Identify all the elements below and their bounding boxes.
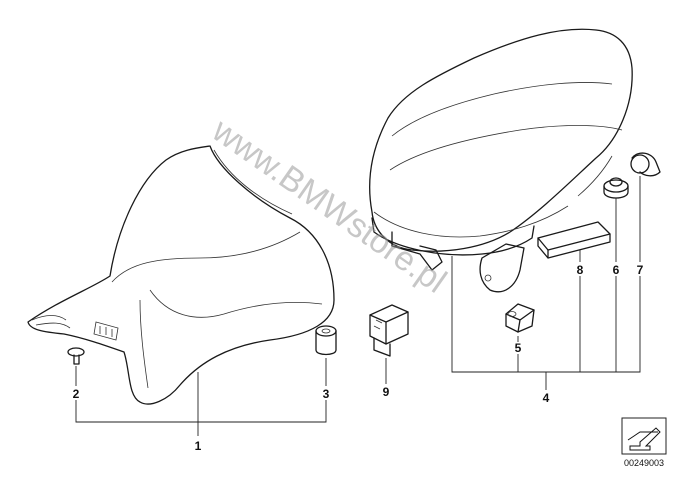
callout-4: 4 — [543, 391, 550, 405]
callout-7: 7 — [637, 263, 644, 277]
callout-2: 2 — [73, 387, 80, 401]
grommet-part[interactable] — [603, 177, 629, 199]
rubber-buffer-part[interactable] — [315, 325, 337, 356]
passenger-seat[interactable] — [369, 28, 633, 293]
reference-number: 00249003 — [624, 458, 664, 468]
callout-6: 6 — [613, 263, 620, 277]
callout-8: 8 — [577, 263, 584, 277]
rubber-block-part[interactable] — [505, 303, 535, 333]
watermark: www.BMWstore.pl — [205, 111, 454, 301]
reference-box: 00249003 — [621, 417, 667, 468]
bolt-part[interactable] — [67, 347, 85, 365]
callout-3: 3 — [323, 387, 330, 401]
callouts: 1 2 3 4 5 6 7 8 9 — [73, 263, 644, 453]
plug-part[interactable] — [630, 152, 661, 177]
leader-lines — [75, 176, 641, 436]
callout-1: 1 — [195, 439, 202, 453]
callout-5: 5 — [515, 341, 522, 355]
seat-lock-switch[interactable] — [369, 304, 409, 357]
arrow-direction-icon — [627, 427, 661, 451]
foam-pad-part[interactable] — [537, 221, 611, 259]
rider-seat[interactable] — [27, 145, 335, 405]
callout-9: 9 — [383, 385, 390, 399]
